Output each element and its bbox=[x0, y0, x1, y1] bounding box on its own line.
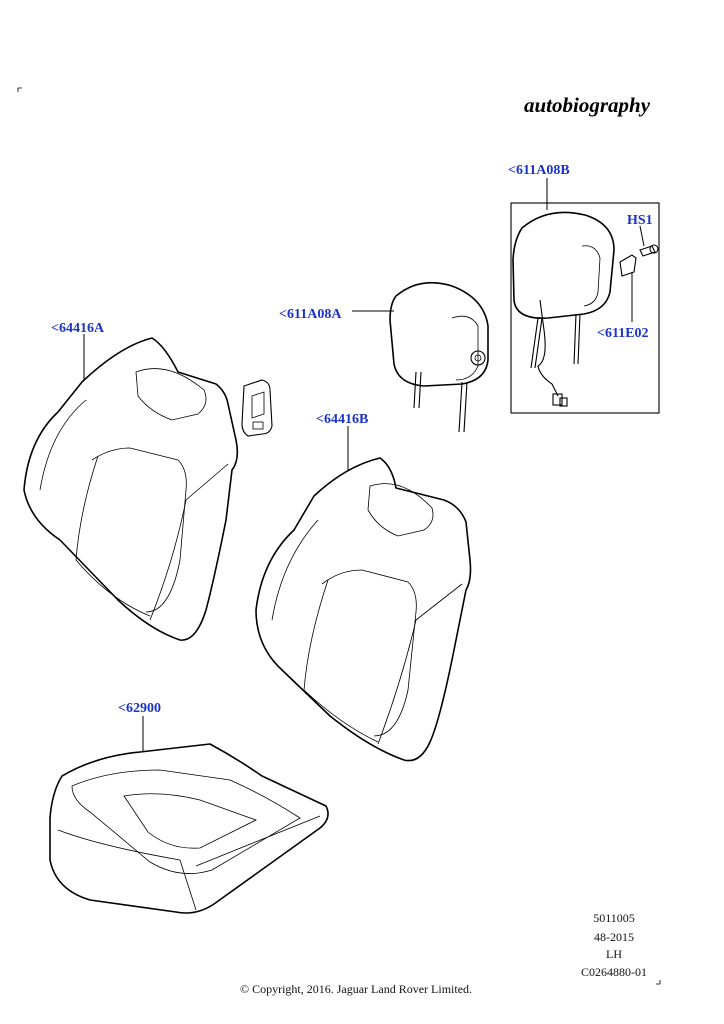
switch-button bbox=[251, 391, 265, 419]
callout-cover-left[interactable]: <64416A bbox=[51, 321, 105, 336]
headrest-front-post-left bbox=[413, 371, 417, 409]
switch-lower-button bbox=[252, 421, 264, 430]
headrest-front-post-right bbox=[458, 381, 463, 433]
headrest-front-button-inner bbox=[474, 354, 482, 362]
cover-left-group bbox=[23, 334, 273, 641]
headrest-kit-post-right bbox=[573, 313, 577, 365]
headrest-kit-frame bbox=[510, 202, 660, 414]
cover-right-inner bbox=[271, 519, 319, 621]
screw-head bbox=[649, 244, 659, 254]
callout-hs1[interactable]: HS1 bbox=[627, 213, 653, 228]
headrest-front-side bbox=[451, 315, 479, 381]
headrest-kit-post-left-b bbox=[534, 317, 543, 369]
headrest-kit-post-right-b bbox=[577, 313, 581, 365]
cushion-top-panel bbox=[71, 769, 301, 874]
info-line-2: 48-2015 bbox=[594, 930, 634, 944]
callout-headrest-rear[interactable]: <611A08B bbox=[508, 163, 570, 178]
cover-right-bolster bbox=[321, 569, 417, 737]
cover-left-side bbox=[149, 463, 229, 621]
leader-hs1 bbox=[639, 225, 645, 247]
cover-right-group bbox=[255, 426, 472, 762]
callout-harness[interactable]: <611E02 bbox=[597, 326, 649, 341]
crop-mark-top-left bbox=[17, 87, 22, 92]
cover-right-outline bbox=[255, 457, 472, 762]
headrest-kit-seam bbox=[581, 245, 601, 307]
cover-right-side bbox=[377, 583, 463, 745]
info-line-1: 5011005 bbox=[593, 911, 635, 925]
cushion-group bbox=[49, 716, 329, 914]
screw-part bbox=[639, 245, 656, 257]
callout-cushion[interactable]: <62900 bbox=[118, 701, 161, 716]
headrest-kit-connector bbox=[552, 393, 563, 406]
callout-cover-right[interactable]: <64416B bbox=[316, 412, 368, 427]
info-line-4: C0264880-01 bbox=[581, 965, 647, 979]
cover-left-outline bbox=[23, 337, 239, 641]
brand-label: autobiography bbox=[524, 93, 651, 117]
cushion-outline bbox=[49, 743, 329, 914]
cushion-inner-panel bbox=[123, 793, 258, 849]
switch-panel bbox=[241, 379, 273, 437]
cushion-front-seam bbox=[57, 815, 321, 911]
headrest-kit-group bbox=[510, 178, 660, 414]
headrest-front-post-right-b bbox=[463, 381, 468, 433]
bracket-part bbox=[619, 254, 637, 277]
cover-left-bolster bbox=[91, 447, 187, 613]
headrest-kit-harness bbox=[537, 299, 559, 397]
callout-headrest-front[interactable]: <611A08A bbox=[279, 307, 342, 322]
cover-left-panel bbox=[75, 455, 151, 617]
headrest-kit-connector-b bbox=[559, 397, 568, 407]
headrest-kit-pad bbox=[512, 211, 615, 319]
cover-right-panel bbox=[303, 579, 379, 743]
cover-right-top bbox=[367, 483, 434, 537]
info-line-3: LH bbox=[606, 947, 622, 961]
headrest-front-post-left-b bbox=[418, 371, 422, 409]
copyright-text: © Copyright, 2016. Jaguar Land Rover Lim… bbox=[240, 982, 472, 996]
headrest-kit-post-left bbox=[530, 317, 539, 369]
headrest-front-button bbox=[470, 350, 486, 366]
cover-left-top bbox=[135, 368, 207, 421]
headrest-front-pad bbox=[389, 281, 489, 387]
crop-mark-bottom-right bbox=[656, 980, 661, 985]
headrest-front-group bbox=[352, 281, 489, 433]
cover-left-inner bbox=[39, 399, 87, 491]
